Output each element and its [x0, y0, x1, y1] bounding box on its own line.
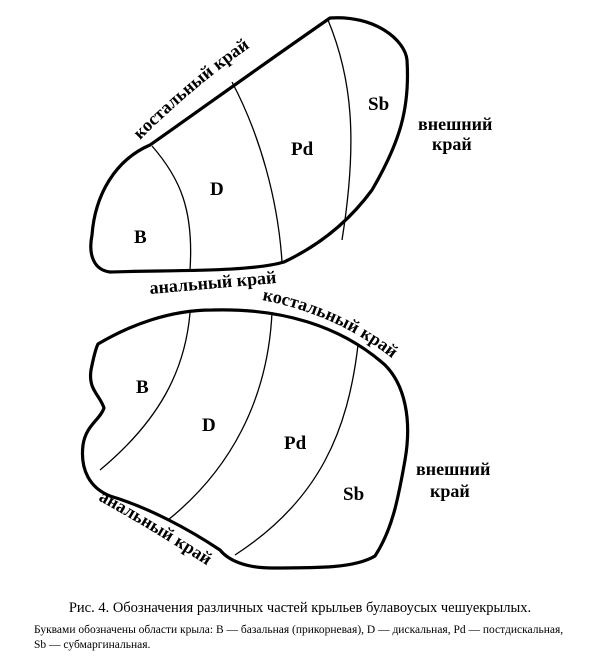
hindwing-region-line-basal	[99, 312, 191, 471]
hindwing-region-label-basal: B	[136, 377, 149, 398]
forewing-region-line-basal	[151, 145, 192, 271]
wing-diagram: B D Pd Sb костальный край внешний край а…	[80, 16, 492, 570]
hindwing-anal-edge-text: анальный край	[96, 486, 216, 569]
hindwing: B D Pd Sb костальный край внешний край а…	[80, 284, 490, 570]
hindwing-region-line-postdiscal	[234, 344, 359, 556]
forewing-costal-edge-label: костальный край	[129, 34, 253, 143]
hindwing-region-label-submarginal: Sb	[343, 484, 364, 505]
forewing-region-line-postdiscal	[327, 19, 352, 241]
hindwing-costal-edge-text: костальный край	[261, 284, 402, 361]
forewing-outline	[89, 16, 410, 274]
forewing-region-line-discal	[231, 81, 283, 263]
forewing-region-label-submarginal: Sb	[368, 94, 389, 115]
hindwing-region-line-discal	[167, 311, 273, 521]
figure-caption-legend: Буквами обозначены области крыла: B — ба…	[34, 624, 564, 651]
forewing: B D Pd Sb костальный край внешний край а…	[89, 16, 492, 298]
forewing-region-label-discal: D	[210, 179, 224, 200]
hindwing-outline	[80, 308, 410, 570]
hindwing-anal-edge-label: анальный край	[96, 486, 216, 569]
hindwing-outer-edge-label-line1: внешний	[416, 459, 490, 479]
hindwing-region-label-discal: D	[202, 415, 216, 436]
forewing-outer-edge-label-line1: внешний	[418, 114, 492, 134]
forewing-region-label-postdiscal: Pd	[291, 139, 314, 160]
hindwing-region-label-postdiscal: Pd	[284, 433, 307, 454]
hindwing-outer-edge-label-line2: край	[430, 481, 470, 501]
hindwing-costal-edge-label: костальный край	[261, 284, 402, 361]
forewing-costal-edge-text: костальный край	[129, 34, 253, 143]
forewing-region-label-basal: B	[134, 227, 147, 248]
figure-caption-title: Рис. 4. Обозначения различных частей кры…	[68, 600, 532, 616]
forewing-outer-edge-label-line2: край	[432, 134, 472, 154]
